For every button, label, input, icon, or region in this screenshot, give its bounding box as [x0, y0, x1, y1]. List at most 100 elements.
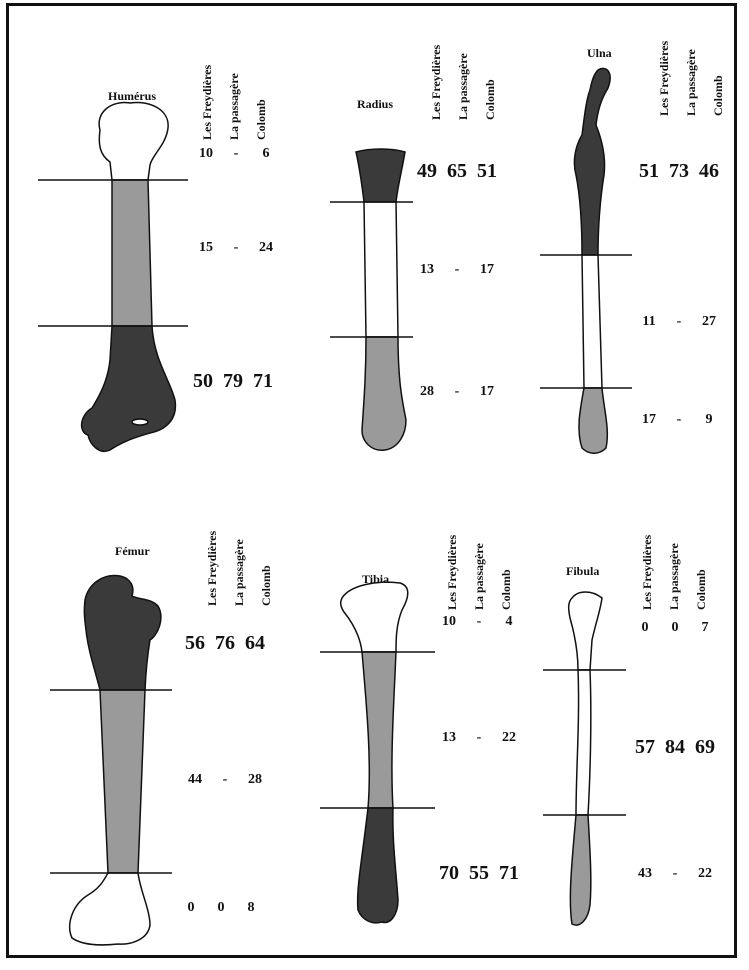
- fibula-row-shaft: 57 84 69: [630, 736, 720, 759]
- fibula-row-proximal: 0 0 7: [630, 620, 720, 636]
- value-la-passagere: -: [664, 412, 694, 428]
- bone-name-radius: Radius: [357, 97, 393, 112]
- humerus-row-proximal: 10 - 6: [191, 146, 281, 162]
- column-headers-tibia: Les Freydières La passagère Colomb: [440, 500, 518, 610]
- humerus-row-distal: 50 79 71: [188, 370, 278, 393]
- header-la-passagere: La passagère: [662, 500, 686, 610]
- value-les-freydieres: 70: [434, 862, 464, 885]
- bone-name-ulna: Ulna: [587, 46, 612, 61]
- value-colomb: 27: [694, 314, 724, 330]
- value-colomb: 71: [494, 862, 524, 885]
- value-la-passagere: -: [660, 866, 690, 882]
- value-les-freydieres: 57: [630, 736, 660, 759]
- value-colomb: 28: [240, 772, 270, 788]
- header-les-freydieres: Les Freydières: [652, 6, 676, 116]
- ulna-row-proximal: 51 73 46: [634, 160, 724, 183]
- value-les-freydieres: 13: [412, 262, 442, 278]
- value-les-freydieres: 0: [176, 900, 206, 916]
- radius-row-shaft: 13 - 17: [412, 262, 502, 278]
- column-headers-femur: Les Freydières La passagère Colomb: [200, 496, 278, 606]
- header-la-passagere: La passagère: [467, 500, 491, 610]
- femur-bone: [70, 576, 161, 945]
- value-les-freydieres: 49: [412, 160, 442, 183]
- value-les-freydieres: 10: [434, 614, 464, 630]
- header-colomb: Colomb: [689, 500, 713, 610]
- header-les-freydieres: Les Freydières: [635, 500, 659, 610]
- value-colomb: 22: [690, 866, 720, 882]
- fibula-row-distal: 43 - 22: [630, 866, 720, 882]
- column-headers-fibula: Les Freydières La passagère Colomb: [635, 500, 713, 610]
- value-la-passagere: -: [210, 772, 240, 788]
- fibula-bone: [569, 592, 602, 925]
- header-la-passagere: La passagère: [227, 496, 251, 606]
- ulna-row-shaft: 11 - 27: [634, 314, 724, 330]
- tibia-row-proximal: 10 - 4: [434, 614, 524, 630]
- value-la-passagere: -: [442, 384, 472, 400]
- header-colomb: Colomb: [494, 500, 518, 610]
- radius-row-distal: 28 - 17: [412, 384, 502, 400]
- value-la-passagere: -: [664, 314, 694, 330]
- value-les-freydieres: 44: [180, 772, 210, 788]
- femur-row-distal: 0 0 8: [176, 900, 266, 916]
- humerus-row-shaft: 15 - 24: [191, 240, 281, 256]
- value-la-passagere: 65: [442, 160, 472, 183]
- value-les-freydieres: 56: [180, 632, 210, 655]
- header-colomb: Colomb: [478, 10, 502, 120]
- radius-bone: [356, 149, 406, 450]
- value-la-passagere: -: [464, 614, 494, 630]
- header-la-passagere: La passagère: [451, 10, 475, 120]
- header-les-freydieres: Les Freydières: [195, 30, 219, 140]
- value-colomb: 4: [494, 614, 524, 630]
- value-colomb: 64: [240, 632, 270, 655]
- femur-row-proximal: 56 76 64: [180, 632, 270, 655]
- value-la-passagere: 76: [210, 632, 240, 655]
- value-les-freydieres: 11: [634, 314, 664, 330]
- humerus-distal: [82, 326, 176, 451]
- value-les-freydieres: 13: [434, 730, 464, 746]
- value-colomb: 46: [694, 160, 724, 183]
- value-la-passagere: 84: [660, 736, 690, 759]
- value-colomb: 71: [248, 370, 278, 393]
- tibia-row-shaft: 13 - 22: [434, 730, 524, 746]
- value-les-freydieres: 51: [634, 160, 664, 183]
- value-les-freydieres: 10: [191, 146, 221, 162]
- value-la-passagere: 79: [218, 370, 248, 393]
- value-colomb: 6: [251, 146, 281, 162]
- bone-name-humerus: Humérus: [108, 89, 156, 104]
- humerus-shaft: [112, 180, 152, 326]
- value-colomb: 9: [694, 412, 724, 428]
- value-la-passagere: -: [221, 240, 251, 256]
- header-les-freydieres: Les Freydières: [200, 496, 224, 606]
- value-colomb: 22: [494, 730, 524, 746]
- value-la-passagere: 73: [664, 160, 694, 183]
- value-colomb: 17: [472, 384, 502, 400]
- value-colomb: 51: [472, 160, 502, 183]
- value-la-passagere: -: [442, 262, 472, 278]
- ulna-bone: [574, 68, 610, 453]
- femur-row-shaft: 44 - 28: [180, 772, 270, 788]
- value-colomb: 17: [472, 262, 502, 278]
- tibia-bone: [341, 582, 408, 923]
- column-headers-radius: Les Freydières La passagère Colomb: [424, 10, 502, 120]
- value-les-freydieres: 17: [634, 412, 664, 428]
- value-colomb: 7: [690, 620, 720, 636]
- bone-name-femur: Fémur: [115, 544, 150, 559]
- header-les-freydieres: Les Freydières: [424, 10, 448, 120]
- header-colomb: Colomb: [706, 6, 730, 116]
- humerus-bone: [82, 102, 176, 451]
- header-la-passagere: La passagère: [222, 30, 246, 140]
- bone-name-fibula: Fibula: [566, 564, 599, 579]
- value-la-passagere: 55: [464, 862, 494, 885]
- header-la-passagere: La passagère: [679, 6, 703, 116]
- value-les-freydieres: 15: [191, 240, 221, 256]
- tibia-row-distal: 70 55 71: [434, 862, 524, 885]
- column-headers-humerus: Les Freydières La passagère Colomb: [195, 30, 273, 140]
- value-la-passagere: -: [221, 146, 251, 162]
- value-la-passagere: 0: [206, 900, 236, 916]
- value-colomb: 69: [690, 736, 720, 759]
- radius-row-proximal: 49 65 51: [412, 160, 502, 183]
- value-les-freydieres: 28: [412, 384, 442, 400]
- value-colomb: 24: [251, 240, 281, 256]
- value-les-freydieres: 0: [630, 620, 660, 636]
